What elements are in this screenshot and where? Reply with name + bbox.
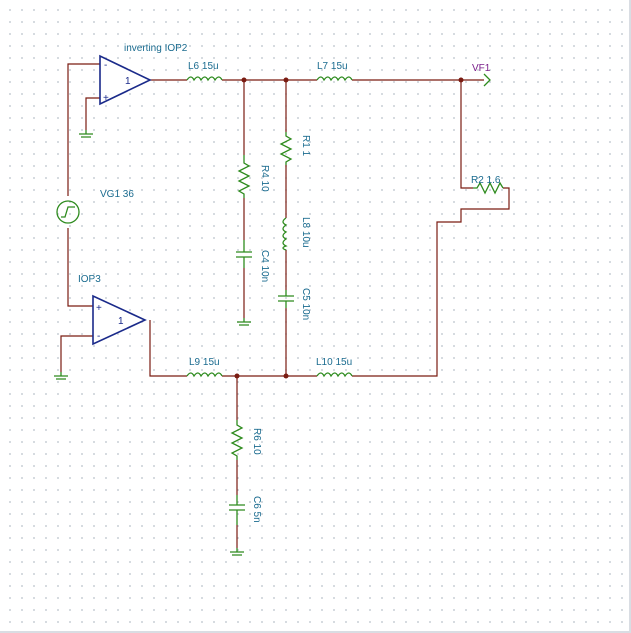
capacitor-c6[interactable]: [229, 495, 245, 525]
inductor-l8[interactable]: [282, 217, 288, 251]
label-l8: L8 10u: [300, 217, 311, 248]
ground-c4: [237, 318, 251, 326]
label-l10: L10 15u: [316, 357, 352, 368]
resistor-r1[interactable]: [279, 132, 293, 165]
l9-coil: [186, 372, 223, 378]
r2-zigzag: [473, 181, 504, 195]
label-c5: C5 10n: [300, 288, 311, 320]
label-iop3: IOP3: [78, 274, 101, 285]
l10-coil: [316, 372, 353, 378]
wire-iop2-plus[interactable]: [85, 97, 100, 130]
component-labels: inverting IOP2 IOP3 VG1 36 L6 15u L7 15u…: [78, 43, 501, 523]
label-r4: R4 10: [259, 165, 270, 192]
c5-plates: [278, 290, 294, 308]
wire-iop2-minus[interactable]: [67, 63, 100, 196]
capacitor-c4[interactable]: [236, 240, 252, 268]
opamp-iop2-body: [99, 54, 152, 106]
label-r2: R2 1.6: [471, 175, 501, 186]
label-c6: C6 5n: [251, 496, 262, 523]
vf1-terminal-icon[interactable]: [483, 73, 491, 87]
c6-plates: [229, 495, 245, 525]
inductor-l10[interactable]: [316, 372, 353, 378]
label-l9: L9 15u: [189, 357, 220, 368]
resistor-r6[interactable]: [230, 420, 244, 460]
label-r1: R1 1: [300, 135, 311, 157]
ground-iop2-icon: [79, 130, 93, 138]
label-vg1: VG1 36: [100, 189, 134, 200]
wire-iop3-minus[interactable]: [60, 335, 93, 372]
opamp-iop2-plus-pin: +: [103, 93, 109, 104]
opamp-iop2-minus-pin: -: [104, 60, 107, 71]
ground-c4-icon: [237, 318, 251, 326]
opamp-iop2-one-pin: 1: [125, 76, 131, 87]
node-bottom-r6: [234, 373, 240, 379]
wire-r2-return[interactable]: [352, 187, 510, 377]
wire-to-r2[interactable]: [460, 80, 473, 189]
label-vf1: VF1: [472, 63, 491, 74]
source-vg1[interactable]: [56, 200, 80, 224]
opamp-iop2[interactable]: - + 1: [99, 54, 152, 106]
ground-iop2: [79, 130, 93, 138]
r1-zigzag: [279, 132, 293, 165]
junction-nodes: [234, 77, 464, 379]
opamp-iop3-minus-pin: -: [97, 331, 100, 342]
inductor-l7[interactable]: [316, 76, 353, 82]
node-top-vf1: [458, 77, 464, 83]
vg1-waveform-icon: [61, 206, 75, 218]
label-l6: L6 15u: [188, 61, 219, 72]
resistor-r4[interactable]: [237, 155, 251, 198]
r4-zigzag: [237, 155, 251, 198]
canvas-border-right: [629, 0, 631, 633]
opamp-iop3-one-pin: 1: [118, 316, 124, 327]
wire-vg1-iop3[interactable]: [67, 228, 93, 307]
wires: [60, 63, 510, 548]
opamp-iop3[interactable]: + - 1: [92, 294, 147, 346]
ground-c6-icon: [230, 548, 244, 556]
node-top-r1: [283, 77, 289, 83]
canvas-border-bottom: [0, 631, 631, 633]
node-top-r4: [241, 77, 247, 83]
inductor-l6[interactable]: [186, 76, 223, 82]
label-iop2: inverting IOP2: [124, 43, 188, 54]
opamp-iop3-body: [92, 294, 147, 346]
ground-iop3: [54, 372, 68, 380]
label-r6: R6 10: [251, 428, 262, 455]
wire-iop3-out[interactable]: [149, 320, 187, 377]
vg1-symbol: [56, 200, 80, 224]
l7-coil: [316, 76, 353, 82]
capacitor-c5[interactable]: [278, 290, 294, 308]
label-l7: L7 15u: [317, 61, 348, 72]
l6-coil: [186, 76, 223, 82]
ground-iop3-icon: [54, 372, 68, 380]
r6-zigzag: [230, 420, 244, 460]
inductor-l9[interactable]: [186, 372, 223, 378]
c4-plates: [236, 240, 252, 268]
resistor-r2[interactable]: [473, 181, 504, 195]
label-c4: C4 10n: [259, 250, 270, 282]
node-bottom-c5: [283, 373, 289, 379]
opamp-iop3-plus-pin: +: [96, 303, 102, 314]
l8-coil: [282, 217, 288, 251]
ground-c6: [230, 548, 244, 556]
